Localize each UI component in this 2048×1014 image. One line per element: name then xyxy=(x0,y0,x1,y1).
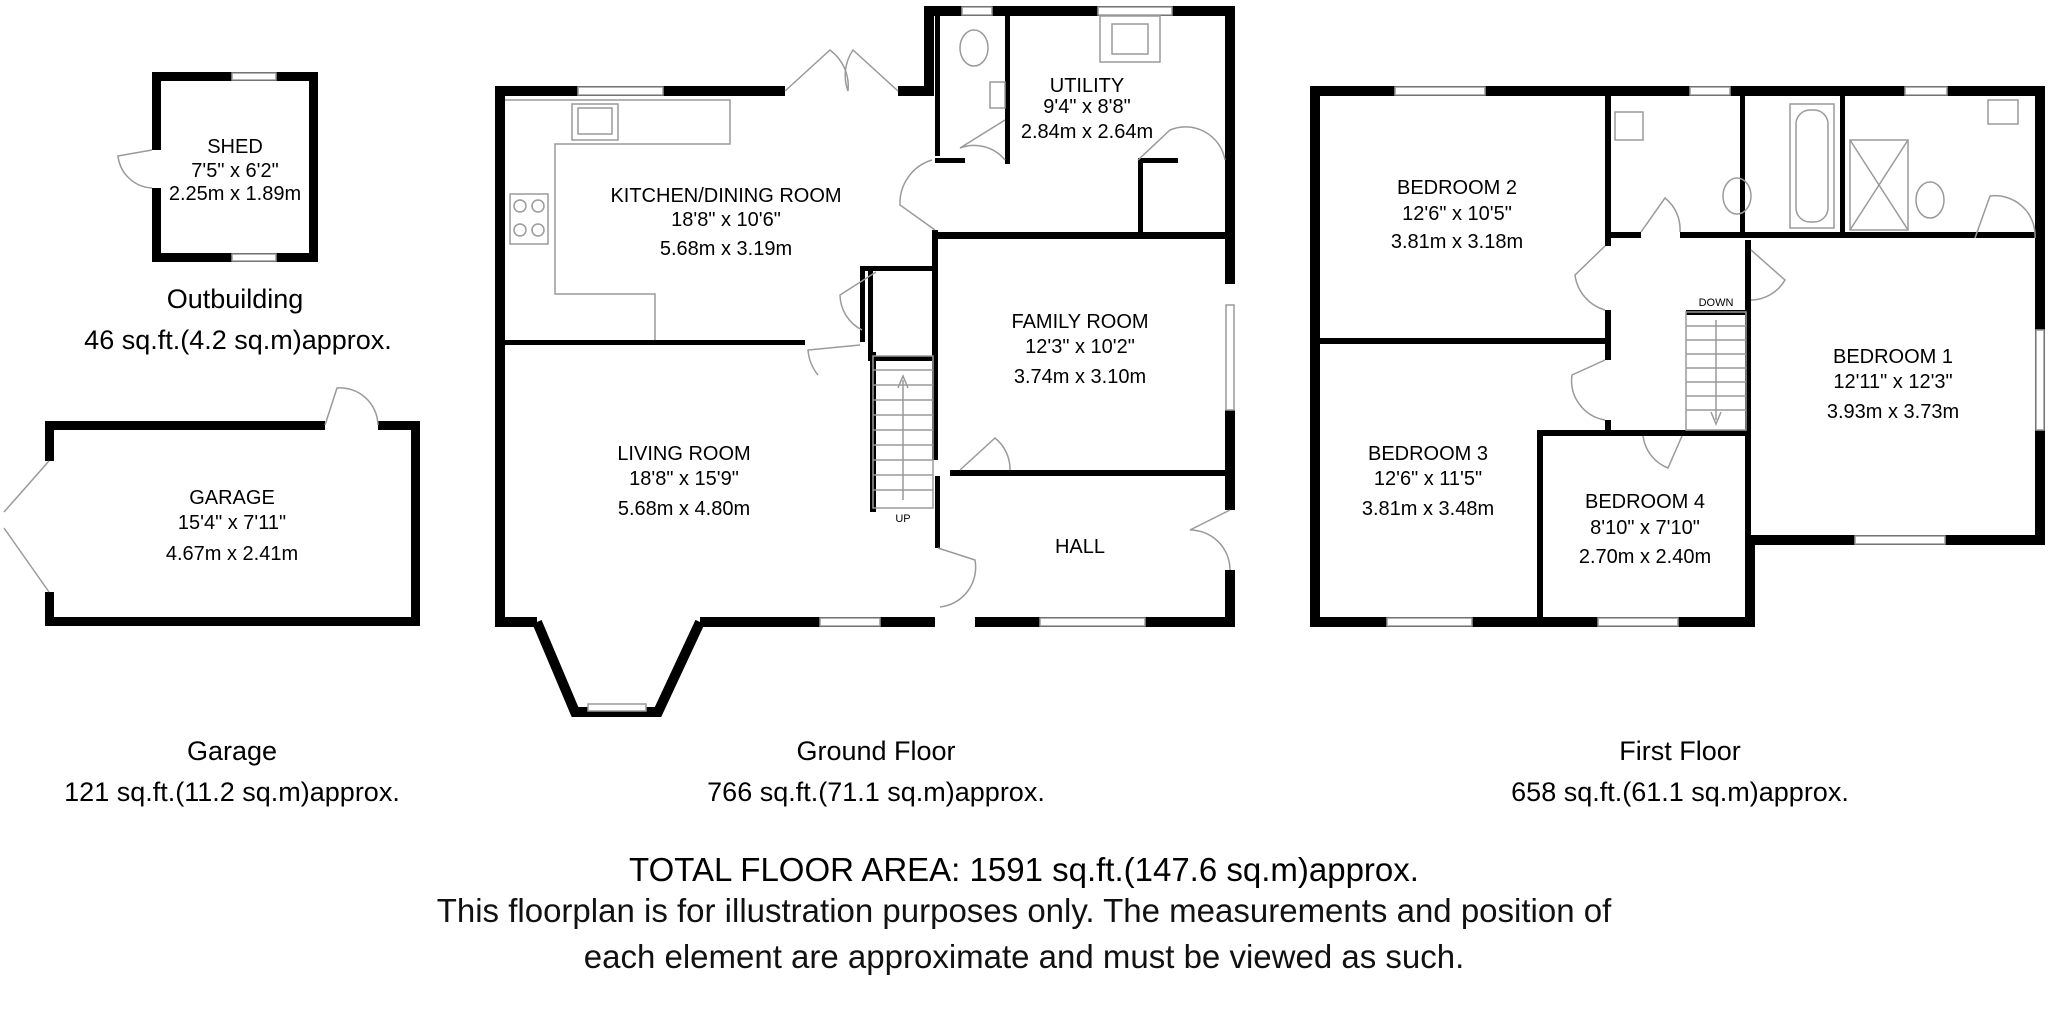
bedroom4-metric: 2.70m x 2.40m xyxy=(1579,546,1711,568)
garage-double-doors xyxy=(3,460,50,593)
shed-name: SHED xyxy=(207,136,263,158)
family-room-metric: 3.74m x 3.10m xyxy=(1014,366,1146,388)
garage-metric: 4.67m x 2.41m xyxy=(166,543,298,565)
living-room-name: LIVING ROOM xyxy=(617,443,750,465)
outbuilding-area: 46 sq.ft.(4.2 sq.m)approx. xyxy=(84,325,392,355)
first-floor-area: 658 sq.ft.(61.1 sq.m)approx. xyxy=(1511,777,1849,807)
garage-side-door xyxy=(324,387,379,426)
kitchen-name: KITCHEN/DINING ROOM xyxy=(610,185,841,207)
bedroom1-name: BEDROOM 1 xyxy=(1833,346,1953,368)
utility-name: UTILITY xyxy=(1050,75,1124,97)
kitchen-metric: 5.68m x 3.19m xyxy=(660,238,792,260)
ground-stairs xyxy=(872,355,934,509)
kitchen-imperial: 18'8" x 10'6" xyxy=(671,209,781,231)
bedroom2-imperial: 12'6" x 10'5" xyxy=(1402,203,1512,225)
ground-floor-title: Ground Floor xyxy=(796,736,955,766)
living-room-metric: 5.68m x 4.80m xyxy=(618,498,750,520)
living-room-imperial: 18'8" x 15'9" xyxy=(629,468,739,490)
ground-floor-area: 766 sq.ft.(71.1 sq.m)approx. xyxy=(707,777,1045,807)
shed-door xyxy=(117,149,153,189)
shed-metric: 2.25m x 1.89m xyxy=(169,183,301,205)
bedroom2-name: BEDROOM 2 xyxy=(1397,177,1517,199)
bedroom3-imperial: 12'6" x 11'5" xyxy=(1374,468,1482,490)
garage-plan xyxy=(3,387,420,626)
utility-metric: 2.84m x 2.64m xyxy=(1021,121,1153,143)
family-room-imperial: 12'3" x 10'2" xyxy=(1025,336,1135,358)
utility-imperial: 9'4" x 8'8" xyxy=(1043,96,1130,118)
bedroom1-metric: 3.93m x 3.73m xyxy=(1827,401,1959,423)
bedroom4-name: BEDROOM 4 xyxy=(1585,491,1705,513)
bedroom4-imperial: 8'10" x 7'10" xyxy=(1590,517,1700,539)
garage-imperial: 15'4" x 7'11" xyxy=(178,512,286,534)
garage-name: GARAGE xyxy=(189,487,275,509)
bedroom2-metric: 3.81m x 3.18m xyxy=(1391,231,1523,253)
first-floor-plan xyxy=(1310,86,2045,627)
bedroom3-metric: 3.81m x 3.48m xyxy=(1362,498,1494,520)
total-floor-area: TOTAL FLOOR AREA: 1591 sq.ft.(147.6 sq.m… xyxy=(629,851,1419,888)
first-floor-stairs xyxy=(1685,311,1747,431)
garage-title: Garage xyxy=(187,736,277,766)
family-room-name: FAMILY ROOM xyxy=(1011,311,1148,333)
outbuilding-title: Outbuilding xyxy=(167,284,304,314)
shed-plan xyxy=(117,72,318,262)
disclaimer-text: This floorplan is for illustration purpo… xyxy=(436,892,1612,975)
hall-name: HALL xyxy=(1055,536,1105,558)
stairs-down-label: DOWN xyxy=(1699,297,1734,309)
shed-imperial: 7'5" x 6'2" xyxy=(191,160,278,182)
bedroom1-imperial: 12'11" x 12'3" xyxy=(1833,371,1952,393)
bedroom3-name: BEDROOM 3 xyxy=(1368,443,1488,465)
first-floor-title: First Floor xyxy=(1619,736,1741,766)
ground-floor-plan xyxy=(495,6,1235,717)
garage-area: 121 sq.ft.(11.2 sq.m)approx. xyxy=(64,777,400,807)
stairs-up-label: UP xyxy=(895,513,910,525)
